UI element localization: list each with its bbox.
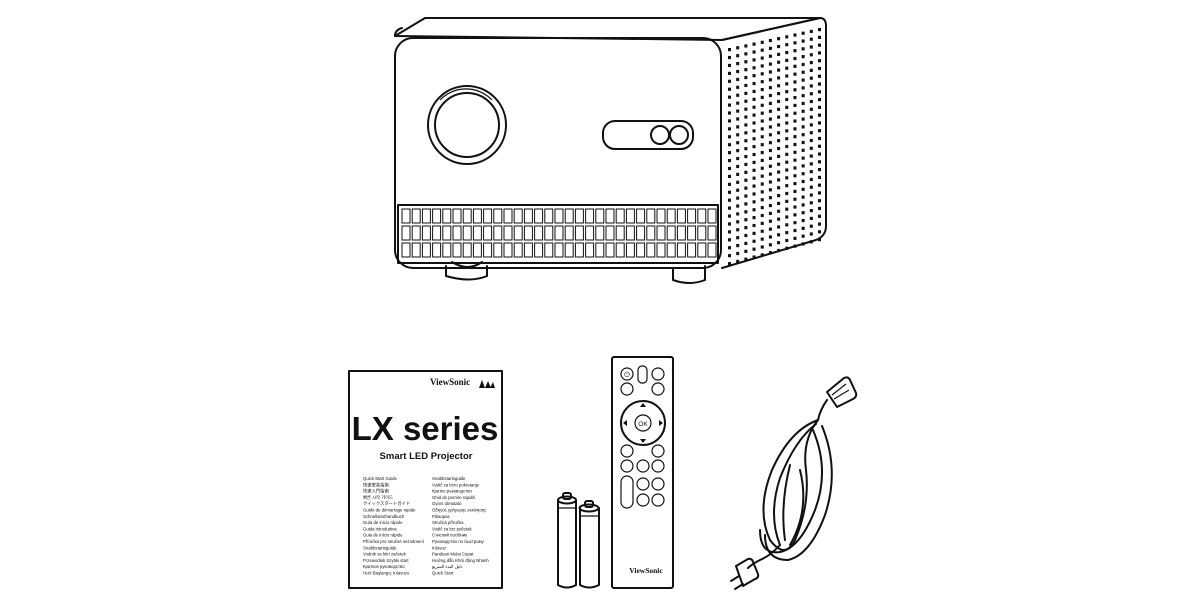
menu2-button — [651, 444, 665, 458]
viewsonic-logo-icon — [479, 380, 495, 388]
dpad: OK — [620, 400, 666, 446]
language-line: Schnellstarthandbuch — [363, 514, 405, 519]
language-line: 빠른 시작 가이드 — [363, 494, 393, 501]
language-line: Guida introduttiva — [363, 526, 397, 531]
guide-subtitle: Smart LED Projector — [380, 451, 473, 462]
language-line: クイックスタートガイド — [363, 500, 410, 507]
power-cord-icon — [730, 376, 858, 590]
volume-rocker — [620, 475, 634, 509]
language-line: Vodič za brzo pokretanje — [432, 482, 480, 487]
language-line: Краткое руководство — [363, 564, 405, 569]
language-line: Vodič za brz početak — [432, 526, 473, 531]
language-line: Guía de inicio rápido — [363, 520, 403, 525]
mic-button — [637, 365, 648, 384]
ok-label: OK — [638, 421, 648, 428]
mute-button — [636, 477, 650, 491]
front-grille — [397, 204, 719, 264]
projector-icon — [394, 17, 827, 284]
language-line: Gyors útmutató — [432, 501, 462, 506]
settings-button — [651, 367, 665, 381]
language-line: Panduan Mulai Cepat — [432, 552, 474, 557]
input-button — [620, 382, 634, 396]
power-button: ⏻ — [620, 367, 634, 381]
apps-button — [636, 459, 650, 473]
language-line: Stručná příručka — [432, 520, 464, 525]
remote-control: ⏻ OK ViewSonic — [611, 356, 674, 589]
language-line: Snabbstartsguide — [432, 476, 466, 481]
language-line: 快速入門指南 — [363, 488, 389, 495]
sensor-window — [602, 120, 694, 150]
side-speaker-grille — [728, 28, 821, 266]
info-button — [651, 459, 665, 473]
battery-icon — [557, 492, 600, 589]
lens — [427, 85, 507, 165]
language-line: Кратко ръководство — [432, 489, 472, 494]
language-line: Стислий посібник — [432, 533, 467, 538]
language-line: Kılavuz — [432, 545, 446, 550]
language-line: Hướng dẫn Khởi động Nhanh — [432, 558, 489, 563]
home-button — [620, 459, 634, 473]
focus-button — [636, 493, 650, 507]
language-line: Hızlı Başlangıç Kılavuzu — [363, 571, 410, 576]
language-line: Příručka pro stručné seznámení — [363, 539, 425, 544]
language-line: Snabbstartsguide — [363, 545, 397, 550]
language-line: دليل البدء السريع — [432, 564, 463, 569]
next-button — [651, 493, 665, 507]
language-line: Vodnik za hitri začetek — [363, 552, 407, 557]
language-line: Οδηγός γρήγορης εκκίνησης — [432, 508, 486, 513]
language-line: 快速安装指南 — [363, 481, 389, 488]
remote-brand: ViewSonic — [629, 566, 663, 575]
back-button — [620, 444, 634, 458]
language-line: Руководство по быстрому — [432, 539, 485, 544]
language-line: Guide de démarrage rapide — [363, 508, 416, 513]
quick-start-guide: ViewSonic LX series Smart LED Projector … — [348, 370, 503, 589]
language-line: Quick Start — [432, 571, 454, 576]
language-line: Guia de início rápido — [363, 533, 403, 538]
svg-text:⏻: ⏻ — [624, 371, 630, 379]
language-line: Quick Start Guide — [363, 476, 398, 481]
language-line: Ghid de pornire rapidă — [432, 495, 475, 500]
language-line: Pikaopas — [432, 514, 450, 519]
menu-button — [651, 382, 665, 396]
play-button — [651, 477, 665, 491]
guide-brand: ViewSonic — [430, 377, 470, 387]
language-line: Przewodnik Szybki start — [363, 558, 409, 563]
guide-title: LX series — [352, 410, 499, 447]
